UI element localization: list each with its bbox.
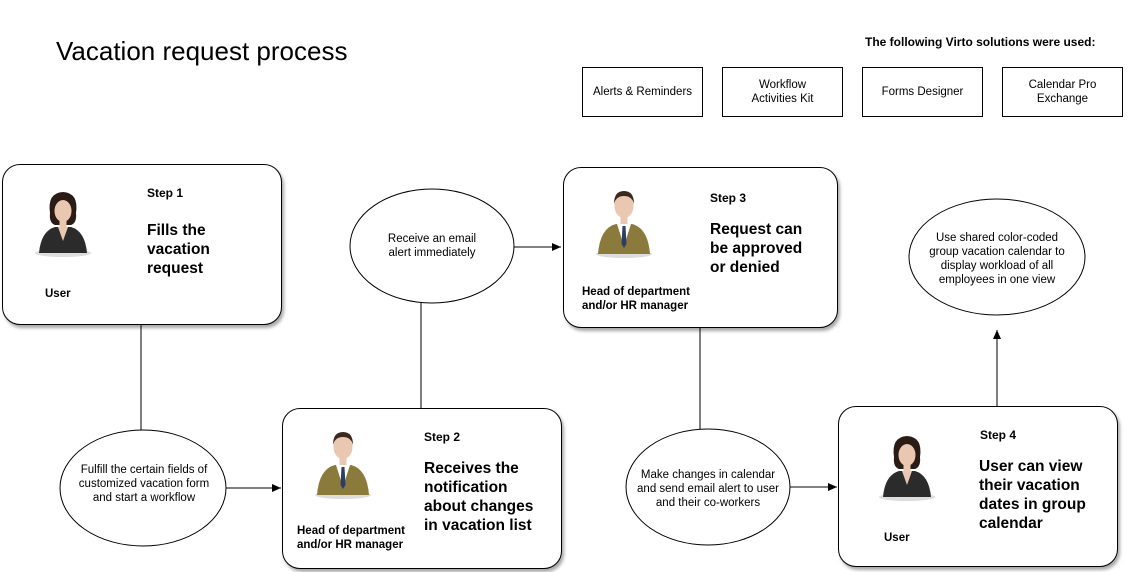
step-1-role: User [45,288,71,300]
action-ellipse-3 [625,428,791,546]
step-4-description: User can view their vacation dates in gr… [979,458,1086,532]
solution-forms-designer: Forms Designer [862,67,983,117]
step-3-box: Step 3 Request can be approved or denied… [563,167,838,328]
step-2-description: Receives the notification about changes … [424,460,534,534]
step-4-role: User [884,532,910,544]
action-3-text: Make changes in calendar and send email … [637,469,779,509]
solution-workflow-activities-kit: Workflow Activities Kit [722,67,843,117]
male-manager-icon [313,423,373,504]
step-2-label: Step 2 [424,430,461,444]
solution-alerts-reminders: Alerts & Reminders [582,67,703,117]
action-ellipse-2 [349,188,515,304]
solution-calendar-pro-exchange: Calendar Pro Exchange [1002,67,1123,117]
page-title: Vacation request process [56,36,348,66]
action-ellipse-1 [59,429,227,547]
action-2-text: Receive an email alert immediately [387,233,477,259]
action-4-text: Use shared color-coded group vacation ca… [929,232,1065,286]
step-2-box: Step 2 Receives the notification about c… [282,408,562,569]
step-4-label: Step 4 [980,428,1017,442]
solutions-heading: The following Virto solutions were used: [865,35,1096,49]
male-manager-icon [594,182,654,263]
step-1-box: Step 1 Fills the vacation request User [2,164,282,325]
action-ellipse-4 [908,198,1086,316]
female-user-icon [33,187,93,262]
step-4-box: Step 4 User can view their vacation date… [838,406,1118,567]
step-1-description: Fills the vacation request [147,222,210,277]
female-user-icon [877,431,937,506]
step-1-label: Step 1 [147,186,184,200]
action-1-text: Fulfill the certain fields of customized… [78,464,210,504]
step-3-role: Head of department and/or HR manager [582,286,690,312]
step-3-description: Request can be approved or denied [710,221,803,276]
step-3-label: Step 3 [710,191,747,205]
step-2-role: Head of department and/or HR manager [297,525,405,551]
